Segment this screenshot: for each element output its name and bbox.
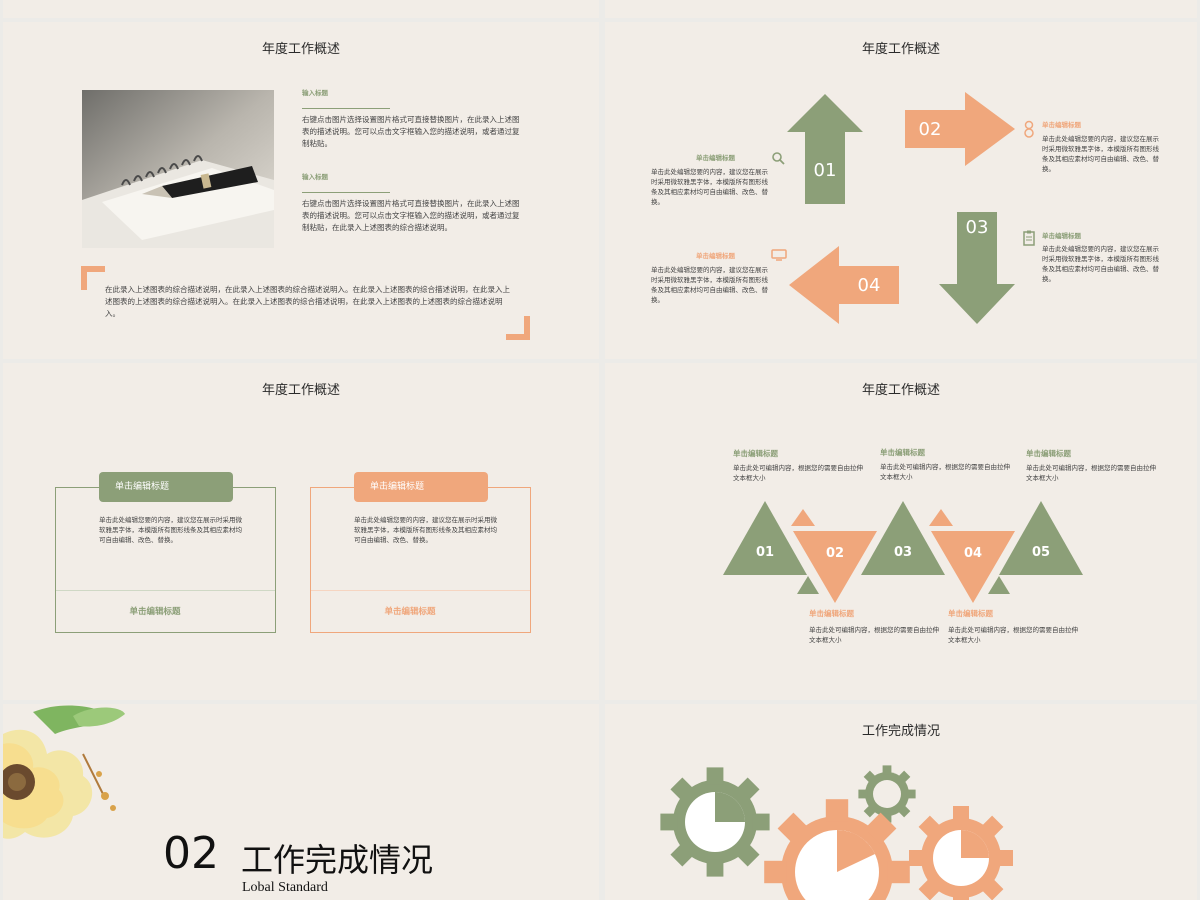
triangle-05 bbox=[999, 501, 1083, 575]
notebook-pen-photo bbox=[82, 90, 274, 248]
triangle-03 bbox=[861, 501, 945, 575]
item-4-text: 单击此处编辑您要的内容，建议您在展示时采用微软雅黑字体，本模版所有图形线条及其相… bbox=[651, 266, 768, 304]
card-2-footer: 单击编辑标题 bbox=[384, 607, 436, 617]
slide-title: 年度工作概述 bbox=[861, 383, 940, 398]
corner-bracket-bottom-right bbox=[506, 316, 530, 340]
step-number-03: 03 bbox=[965, 217, 989, 238]
arrow-down-03 bbox=[939, 212, 1015, 324]
card-2-header[interactable]: 单击编辑标题 bbox=[354, 472, 488, 502]
bottom-1-title: 单击编辑标题 bbox=[809, 609, 854, 618]
bottom-2-text: 单击此处可编辑内容，根据您的需要自由拉伸文本框大小 bbox=[948, 626, 1078, 644]
card-1-divider bbox=[56, 590, 275, 591]
slide-3[interactable]: 年度工作概述 单击编辑标题 单击此处编辑您要的内容，建议您在展示时采用微软雅黑字… bbox=[3, 363, 599, 700]
bottom-2-title: 单击编辑标题 bbox=[948, 609, 993, 618]
top-2-text: 单击此处可编辑内容，根据您的需要自由拉伸文本框大小 bbox=[880, 463, 1010, 481]
slide-title: 工作完成情况 bbox=[861, 724, 940, 739]
slide-1[interactable]: 年度工作概述 输入标题 右键点击图片选择设置图片格式可直接替换图片，在此录入上述… bbox=[3, 22, 599, 359]
slide-4[interactable]: 年度工作概述 单击编辑标题 单击此处可编辑内容，根据您的需要自由拉伸文本框大小 … bbox=[605, 363, 1197, 700]
person-icon bbox=[1023, 120, 1035, 138]
card-2-text: 单击此处编辑您要的内容，建议您在展示时采用微软雅黑字体，本模版所有图形线条及其相… bbox=[354, 516, 497, 544]
item-3-text: 单击此处编辑您要的内容，建议您在展示时采用微软雅黑字体，本模版所有图形线条及其相… bbox=[1042, 245, 1159, 283]
card-1-text: 单击此处编辑您要的内容，建议您在展示时采用微软雅黑字体，本模版所有图形线条及其相… bbox=[99, 516, 242, 544]
triangle-02 bbox=[793, 531, 877, 603]
slide-partial-top-right[interactable] bbox=[605, 0, 1197, 18]
tri-number-02: 02 bbox=[825, 546, 845, 561]
flower-decoration bbox=[3, 705, 125, 839]
gears-illustration bbox=[660, 765, 1013, 900]
triangle-04 bbox=[931, 531, 1015, 603]
slide-title: 年度工作概述 bbox=[261, 42, 340, 57]
arrow-cycle-diagram bbox=[787, 92, 1015, 324]
search-icon bbox=[772, 152, 785, 165]
text-paragraph-1: 右键点击图片选择设置图片格式可直接替换图片，在此录入上述图表的描述说明。您可以点… bbox=[302, 115, 520, 148]
tri-number-03: 03 bbox=[893, 545, 913, 560]
tri-number-05: 05 bbox=[1031, 545, 1051, 560]
tri-number-04: 04 bbox=[963, 546, 983, 561]
text-heading-2: 输入标题 bbox=[302, 173, 328, 181]
slide-title: 年度工作概述 bbox=[861, 42, 940, 57]
corner-bracket-top-left bbox=[81, 266, 105, 290]
bottom-1-text: 单击此处可编辑内容，根据您的需要自由拉伸文本框大小 bbox=[809, 626, 939, 644]
section-title: 工作完成情况 bbox=[241, 841, 434, 879]
summary-text: 在此录入上述图表的综合描述说明，在此录入上述图表的综合描述说明入。在此录入上述图… bbox=[105, 285, 510, 318]
step-number-02: 02 bbox=[918, 119, 942, 140]
card-1-footer: 单击编辑标题 bbox=[129, 607, 181, 617]
tri-number-01: 01 bbox=[755, 545, 775, 560]
top-2-title: 单击编辑标题 bbox=[880, 448, 925, 457]
item-1-title: 单击编辑标题 bbox=[696, 154, 735, 162]
item-4-title: 单击编辑标题 bbox=[696, 252, 735, 260]
slide-5[interactable]: 02 工作完成情况 Lobal Standard bbox=[3, 704, 599, 900]
top-1-title: 单击编辑标题 bbox=[733, 449, 778, 458]
triangle-steps-diagram bbox=[723, 501, 1083, 603]
top-3-text: 单击此处可编辑内容，根据您的需要自由拉伸文本框大小 bbox=[1026, 464, 1156, 482]
top-3-title: 单击编辑标题 bbox=[1026, 449, 1071, 458]
arrow-right-02 bbox=[905, 92, 1015, 166]
step-number-01: 01 bbox=[813, 160, 837, 181]
item-1-text: 单击此处编辑您要的内容，建议您在展示时采用微软雅黑字体，本模版所有图形线条及其相… bbox=[651, 168, 768, 206]
slide-partial-top-left[interactable] bbox=[3, 0, 599, 18]
slide-title: 年度工作概述 bbox=[261, 383, 340, 398]
section-number: 02 bbox=[163, 828, 219, 879]
step-number-04: 04 bbox=[857, 275, 881, 296]
slide-6[interactable]: 工作完成情况 bbox=[605, 704, 1197, 900]
monitor-icon bbox=[771, 249, 787, 261]
arrow-up-01 bbox=[787, 94, 863, 204]
text-paragraph-2: 右键点击图片选择设置图片格式可直接替换图片，在此录入上述图表的描述说明。您可以点… bbox=[302, 199, 520, 232]
clipboard-icon bbox=[1023, 230, 1035, 246]
arrow-left-04 bbox=[789, 246, 899, 324]
card-1-header[interactable]: 单击编辑标题 bbox=[99, 472, 233, 502]
slide-2[interactable]: 年度工作概述 01 02 03 04 单击编辑标题 单击此处编辑您要的内容，建议… bbox=[605, 22, 1197, 359]
item-2-title: 单击编辑标题 bbox=[1042, 121, 1081, 129]
item-2-text: 单击此处编辑您要的内容，建议您在展示时采用微软雅黑字体，本模版所有图形线条及其相… bbox=[1042, 135, 1159, 173]
heading-1-underline bbox=[302, 108, 390, 109]
top-1-text: 单击此处可编辑内容，根据您的需要自由拉伸文本框大小 bbox=[733, 464, 863, 482]
text-heading-1: 输入标题 bbox=[302, 89, 328, 97]
card-2-divider bbox=[311, 590, 530, 591]
triangle-01 bbox=[723, 501, 807, 575]
item-3-title: 单击编辑标题 bbox=[1042, 232, 1081, 240]
heading-2-underline bbox=[302, 192, 390, 193]
section-subtitle: Lobal Standard bbox=[242, 880, 328, 895]
